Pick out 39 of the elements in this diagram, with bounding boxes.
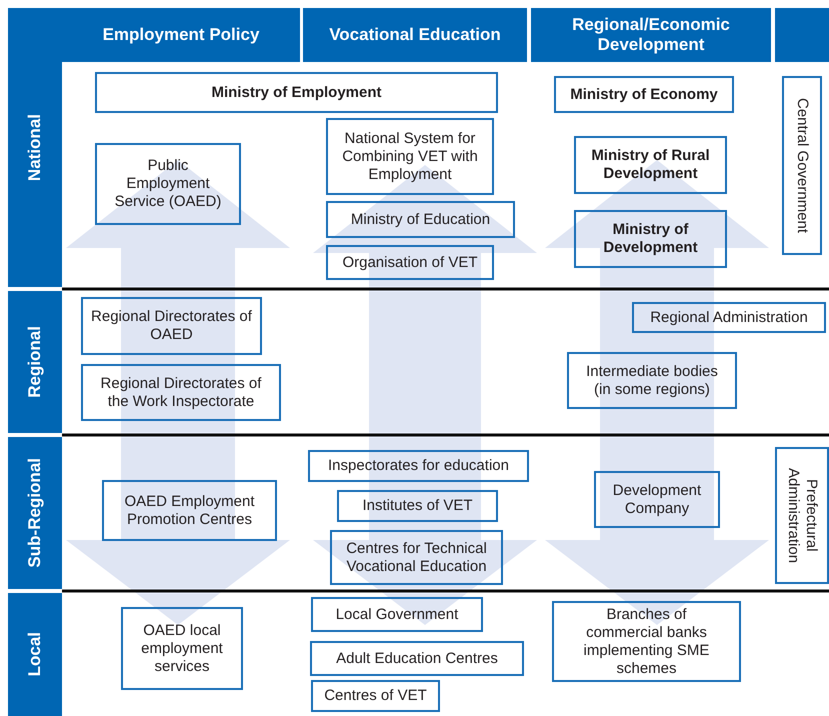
organization-box: Inspectorates for education — [308, 450, 529, 482]
organization-box: Ministry of Education — [326, 201, 515, 238]
column-header: Vocational Education — [303, 8, 527, 62]
row-header-band — [8, 437, 62, 589]
organization-box: Ministry of Economy — [554, 76, 734, 113]
row-header-band — [8, 8, 62, 287]
double-arrow — [66, 160, 290, 625]
organization-box: Ministry of Rural Development — [574, 136, 727, 194]
row-header: Regional — [24, 326, 45, 398]
organization-box: Regional Administration — [632, 302, 826, 333]
row-header: Local — [24, 632, 45, 677]
organization-box: Centres of VET — [311, 680, 440, 712]
organization-box: Ministry of Development — [574, 210, 727, 268]
organization-box: Ministry of Employment — [95, 72, 498, 113]
organization-box: Local Government — [311, 597, 483, 632]
organization-box: Adult Education Centres — [310, 641, 524, 676]
organization-box: Organisation of VET — [326, 245, 494, 280]
organization-box: Intermediate bodies (in some regions) — [567, 352, 737, 409]
organization-box: Centres for Technical Vocational Education — [330, 530, 503, 585]
organization-box: Branches of commercial banks implementing SME schemes — [552, 601, 741, 682]
column-header: Regional/Economic Development — [531, 8, 771, 62]
government-level-box: Prefectural Administration — [775, 447, 829, 584]
row-header: Sub-Regional — [24, 458, 45, 568]
organization-box: OAED local employment services — [121, 607, 243, 690]
double-arrow — [545, 160, 769, 625]
organization-box: OAED Employment Promotion Centres — [102, 480, 277, 541]
column-header: Employment Policy — [62, 8, 300, 62]
double-arrow — [313, 165, 537, 625]
row-header: National — [24, 114, 45, 182]
organization-box: Regional Directorates of OAED — [81, 297, 262, 355]
row-header-band — [8, 291, 62, 433]
government-level-box: Central Government — [782, 76, 822, 255]
organization-box: Public Employment Service (OAED) — [95, 143, 241, 225]
organization-box: Institutes of VET — [337, 490, 498, 522]
row-header-band — [8, 593, 62, 716]
organization-box: Development Company — [594, 471, 720, 528]
column-header-band — [775, 8, 829, 62]
organization-box: Regional Directorates of the Work Inspectorate — [81, 364, 281, 421]
organization-box: National System for Combining VET with Employment — [326, 118, 494, 195]
